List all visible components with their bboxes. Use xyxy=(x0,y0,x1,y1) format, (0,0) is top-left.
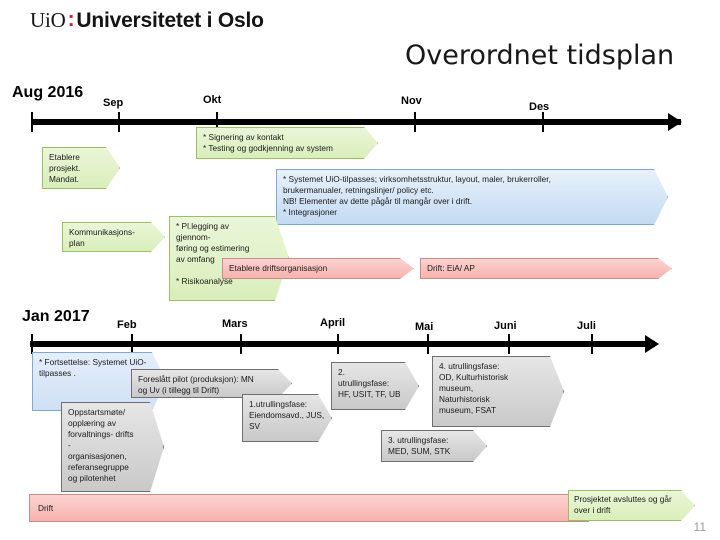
axis-label-sep: Sep xyxy=(103,97,124,109)
page-title: Overordnet tidsplan xyxy=(405,40,675,71)
callout-prosjekt-avsluttes[interactable]: Prosjektet avsluttes og går over i drift xyxy=(568,490,695,521)
axis-label-juli: Juli xyxy=(577,320,596,332)
callout-fortsettelse-uio-tilpasses[interactable]: * Fortsettelse: Systemet UiO- tilpasses … xyxy=(32,352,166,411)
logo-colon-icon: : xyxy=(67,8,75,31)
logo-name: Universitetet i Oslo xyxy=(76,9,264,32)
callout-drift-eia-ap[interactable]: Drift: EiA/ AP xyxy=(420,258,672,279)
axis-label-juni: Juni xyxy=(494,320,517,332)
axis-tick-juni xyxy=(508,334,510,354)
axis-tick-jan xyxy=(31,334,33,354)
callout-system-tilpasses[interactable]: * Systemet UiO-tilpasses; virksomhetsstr… xyxy=(276,169,668,225)
axis-tick-mars xyxy=(240,334,242,354)
callout-utrullingsfase-1[interactable]: 1.utrullingsfase: Eiendomsavd., JUS, SV xyxy=(242,394,332,442)
axis-tick-aug xyxy=(31,112,33,132)
timeline-axis-2016 xyxy=(31,119,681,125)
axis-label-mars: Mars xyxy=(222,318,248,330)
axis-tick-des xyxy=(542,112,544,132)
axis-label-feb: Feb xyxy=(117,319,137,331)
callout-utrullingsfase-3[interactable]: 3. utrullingsfase: MED, SUM, STK xyxy=(381,430,487,462)
axis-tick-april xyxy=(337,334,339,354)
callout-etablere-driftsorganisasjon[interactable]: Etablere driftsorganisasjon xyxy=(222,258,414,279)
timeline-axis-2017 xyxy=(30,341,655,347)
axis-label-okt: Okt xyxy=(203,94,222,106)
axis-label-des: Des xyxy=(529,101,550,113)
axis-tick-feb xyxy=(131,334,133,354)
axis-label-jan-2017: Jan 2017 xyxy=(22,308,90,325)
uio-logo: UiO:Universitetet i Oslo xyxy=(30,8,264,33)
callout-signering-testing[interactable]: * Signering av kontakt * Testing og godk… xyxy=(196,127,378,159)
timeline-arrow-2016-icon xyxy=(668,113,682,131)
callout-kommunikasjonsplan[interactable]: Kommunikasjons- plan xyxy=(62,222,165,252)
callout-utrullingsfase-2[interactable]: 2. utrullingsfase: HF, USIT, TF, UB xyxy=(331,362,419,410)
axis-tick-mai xyxy=(427,334,429,354)
timeline-arrow-2017-icon xyxy=(645,335,659,353)
axis-label-april: April xyxy=(320,317,346,329)
axis-label-mai: Mai xyxy=(415,321,434,333)
axis-tick-okt xyxy=(216,112,218,132)
callout-etablere-prosjekt[interactable]: Etablere prosjekt. Mandat. xyxy=(42,147,120,189)
axis-label-aug-2016: Aug 2016 xyxy=(12,84,84,101)
callout-utrullingsfase-4[interactable]: 4. utrullingsfase: OD, Kulturhistorisk m… xyxy=(432,356,564,427)
axis-tick-sep xyxy=(118,112,120,132)
axis-label-nov: Nov xyxy=(401,95,422,107)
axis-tick-nov xyxy=(414,112,416,132)
logo-mark: UiO xyxy=(30,8,66,32)
callout-drift-bar[interactable]: Drift xyxy=(29,494,589,522)
axis-tick-juli xyxy=(591,334,593,354)
page-number: 11 xyxy=(693,520,706,534)
callout-oppstartsmote[interactable]: Oppstartsmøte/ opplæring av forvaltnings… xyxy=(61,402,164,492)
callout-foreslatt-pilot[interactable]: Foreslått pilot (produksjon): MN og Uv (… xyxy=(131,369,292,398)
